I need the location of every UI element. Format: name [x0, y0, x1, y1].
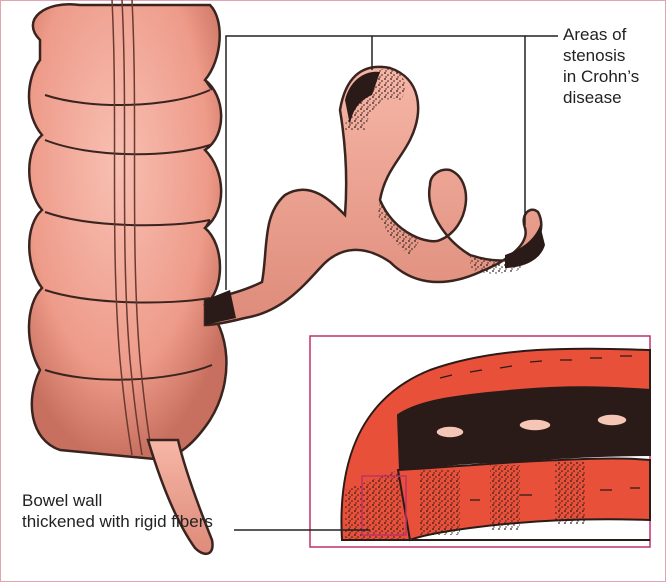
- colon: [29, 4, 226, 460]
- bowel-wall-label: Bowel wall thickened with rigid fibers: [22, 490, 213, 532]
- bowel-wall-label-line: Bowel wall: [22, 490, 213, 511]
- stenosis-label-line: in Crohn’s: [563, 66, 663, 87]
- stenosis-label-line: disease: [563, 87, 663, 108]
- stenosis-label-line: Areas of: [563, 24, 663, 45]
- stenosis-label-line: stenosis: [563, 45, 663, 66]
- stenosis-label: Areas of stenosis in Crohn’s disease: [563, 24, 663, 108]
- bowel-wall-label-line: thickened with rigid fibers: [22, 511, 213, 532]
